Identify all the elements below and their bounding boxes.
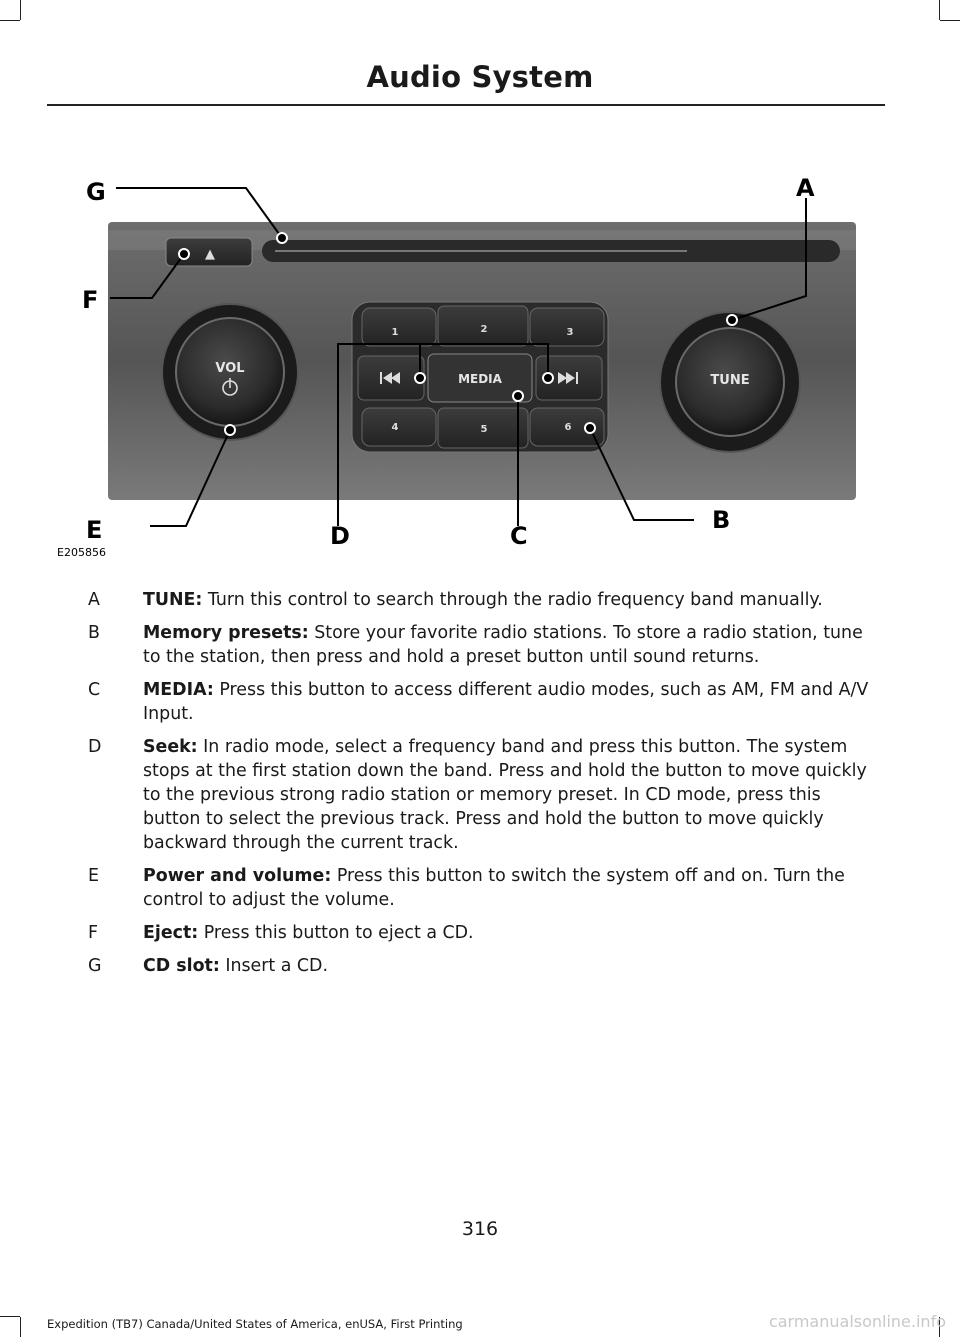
callout-label-f: F [82,286,98,314]
callout-dot-d2 [542,372,554,384]
callout-dot-b [584,422,596,434]
list-item: F Eject: Press this button to eject a CD… [88,921,878,945]
crop-mark [939,0,940,20]
svg-text:2: 2 [481,324,488,335]
audio-panel-figure: ▲ VOL TUNE MEDIA 1 2 3 4 5 6 [57,174,856,559]
page-title: Audio System [366,60,594,94]
figure-code: E205856 [57,546,106,559]
item-text: Insert a CD. [225,956,328,976]
callout-label-d: D [330,522,350,550]
svg-text:6: 6 [565,422,572,433]
list-item: B Memory presets: Store your favorite ra… [88,621,878,669]
item-term: CD slot: [143,956,220,976]
preset-button-1 [361,307,437,347]
callout-label-e: E [86,516,102,544]
crop-mark [939,1317,940,1337]
list-item: D Seek: In radio mode, select a frequenc… [88,735,878,855]
item-term: MEDIA: [143,680,214,700]
callout-dot-e [224,424,236,436]
item-term: TUNE: [143,590,203,610]
preset-button-3 [529,307,605,347]
item-text: Press this button to eject a CD. [203,923,474,943]
item-letter: B [88,623,100,643]
list-item: C MEDIA: Press this button to access dif… [88,678,878,726]
callout-dot-f [178,248,190,260]
svg-text:TUNE: TUNE [710,373,749,388]
eject-icon: ▲ [205,247,215,262]
svg-text:4: 4 [392,422,399,433]
crop-mark [0,1316,20,1317]
callout-dot-a [726,314,738,326]
eject-button [165,237,253,267]
item-letter: C [88,680,101,700]
item-text: In radio mode, select a frequency band a… [143,737,867,853]
item-letter: F [88,923,99,943]
svg-text:1: 1 [392,327,399,338]
item-letter: A [88,590,100,610]
footer-text: Expedition (TB7) Canada/United States of… [47,1317,463,1331]
item-text: Turn this control to search through the … [207,590,823,610]
item-text: Press this button to switch the system o… [143,866,845,910]
list-item: E Power and volume: Press this button to… [88,864,878,912]
preset-button-2 [437,305,529,347]
item-term: Memory presets: [143,623,309,643]
callout-dot-d1 [414,372,426,384]
seek-forward-icon [558,372,578,384]
page-number: 316 [461,1218,499,1240]
callout-description-list: A TUNE: Turn this control to search thro… [88,588,878,987]
media-button [427,353,533,403]
preset-button-4 [361,407,437,447]
item-term: Eject: [143,923,199,943]
item-letter: D [88,737,102,757]
item-term: Power and volume: [143,866,332,886]
list-item: G CD slot: Insert a CD. [88,954,878,978]
callout-dot-g [276,232,288,244]
svg-text:VOL: VOL [215,361,244,376]
callout-label-g: G [86,178,106,206]
crop-mark [20,0,21,20]
item-text: Store your favorite radio stations. To s… [143,623,863,667]
crop-mark [20,1317,21,1337]
seek-back-icon [380,372,400,384]
item-text: Press this button to access different au… [143,680,869,724]
item-term: Seek: [143,737,198,757]
item-letter: G [88,956,102,976]
svg-text:MEDIA: MEDIA [458,372,503,386]
preset-button-6 [529,407,605,447]
preset-button-5 [437,407,529,449]
crop-mark [940,20,960,21]
svg-text:3: 3 [567,327,574,338]
callout-dot-c [512,390,524,402]
list-item: A TUNE: Turn this control to search thro… [88,588,878,612]
callout-label-c: C [510,522,528,550]
svg-text:5: 5 [481,424,488,435]
item-letter: E [88,866,99,886]
crop-mark [0,20,20,21]
watermark: carmanualsonline.info [768,1312,946,1331]
header-rule [47,104,885,106]
callout-label-a: A [796,174,815,202]
callout-label-b: B [712,506,730,534]
